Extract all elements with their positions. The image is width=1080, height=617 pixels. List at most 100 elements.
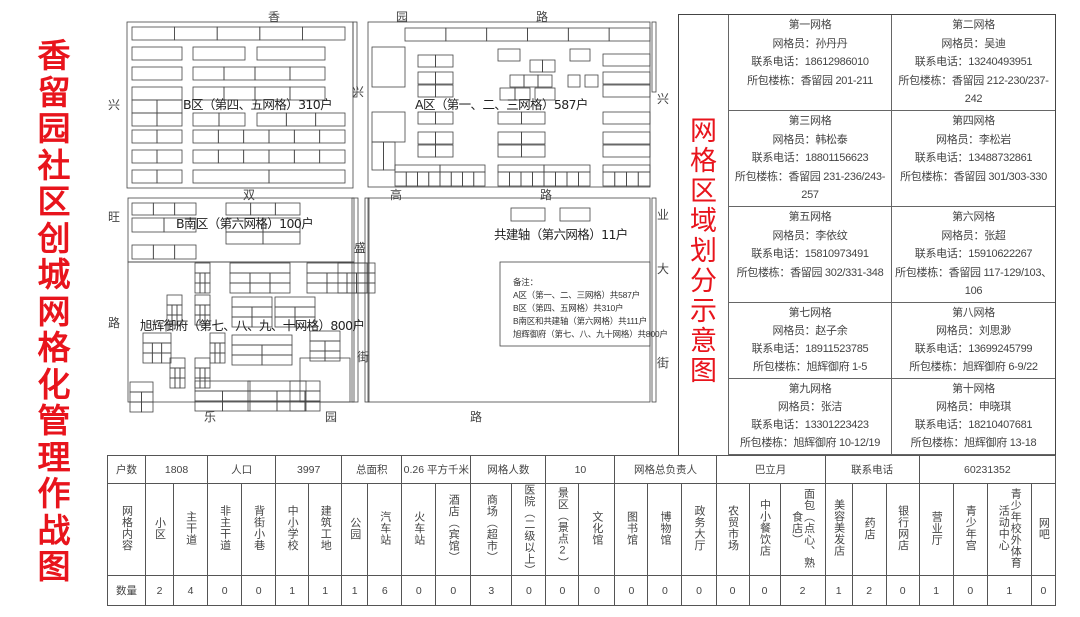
item-count: 4 (173, 575, 209, 606)
building (262, 231, 301, 245)
building (249, 272, 271, 284)
building (439, 171, 452, 187)
building (176, 314, 183, 326)
building (249, 282, 271, 294)
community-map (126, 21, 657, 413)
building (435, 71, 454, 85)
item-count: 2 (851, 575, 887, 606)
building (194, 380, 251, 392)
road-label: 兴 (657, 92, 670, 106)
building (161, 342, 172, 354)
wall (351, 197, 359, 403)
item-header: 银行网店 (896, 505, 909, 551)
grid-phone: 联系电话：18210407681 (914, 419, 1033, 431)
building (497, 111, 522, 125)
item-header: 青少年宫 (964, 505, 977, 551)
building (294, 316, 316, 328)
road-label: 兴 (352, 85, 365, 99)
building (171, 304, 178, 316)
building (289, 86, 326, 101)
building (346, 272, 368, 284)
building (251, 306, 273, 318)
item-count: 0 (885, 575, 920, 606)
building (578, 171, 591, 187)
building (199, 304, 206, 316)
item-header: 公园 (348, 516, 361, 540)
grid-person: 网格员：吴迪 (941, 37, 1006, 50)
item-count: 0 (511, 575, 547, 606)
building (567, 74, 581, 88)
grid-person: 网格员：张洁 (777, 401, 843, 413)
building (131, 129, 158, 144)
building (542, 59, 556, 73)
road-label-left: 旺 (108, 210, 121, 224)
building (204, 314, 211, 326)
building (356, 272, 376, 284)
building (486, 27, 528, 42)
building (209, 352, 216, 364)
building (204, 282, 211, 294)
building (497, 144, 522, 158)
building (156, 149, 183, 164)
building (192, 66, 225, 81)
grid-person: 网格员：刘思渺 (936, 325, 1011, 337)
building (569, 48, 591, 62)
content-label: 网格内容 (120, 505, 133, 551)
grid-person: 网格员：张超 (941, 229, 1006, 242)
grid-person: 网格员：李依纹 (772, 229, 848, 242)
area-label-a: A区（第一、二、三网格）587户 (415, 97, 588, 112)
grid-phone: 联系电话：18612986010 (751, 56, 869, 68)
building (521, 111, 546, 125)
road-label-right: 业 (657, 208, 670, 222)
grid-bld: 所包楼栋：香留园 301/303-330 (900, 170, 1047, 183)
note-line: 旭辉御府（第七、八、九十网格）共800户 (513, 329, 668, 339)
item-header: 文化馆 (590, 510, 603, 546)
building (131, 202, 154, 216)
grid-bld: 所包楼栋：香留园 201-211 (747, 74, 873, 87)
building (142, 352, 153, 364)
building (404, 27, 447, 42)
building (192, 169, 270, 184)
building (304, 400, 321, 412)
item-count: 1 (308, 575, 343, 606)
building (129, 401, 142, 413)
notes-box (499, 261, 651, 347)
road-label-left: 兴 (108, 98, 121, 112)
grid-phone: 联系电话：13488732861 (914, 152, 1033, 164)
building (199, 272, 206, 284)
item-header: 营业厅 (930, 510, 943, 546)
building (214, 342, 221, 354)
building (608, 27, 651, 42)
building (602, 164, 651, 173)
building (194, 294, 211, 306)
building (559, 207, 591, 222)
road-label-middle: 路 (540, 188, 553, 202)
building (243, 149, 270, 164)
building (319, 149, 346, 164)
building (356, 282, 376, 294)
summary-cell: 人口 (207, 455, 277, 484)
building (543, 164, 591, 173)
building (521, 131, 546, 145)
building (156, 129, 183, 144)
building (151, 342, 163, 354)
building (199, 282, 206, 294)
page-title: 香留园社区创城网格化管理作战图 (37, 36, 71, 586)
item-header: 景区（景点2） (556, 487, 569, 569)
item-count: 0 (207, 575, 243, 606)
grid-phone: 联系电话：13240493951 (914, 56, 1033, 68)
item-header: 汽车站 (378, 510, 391, 546)
building (521, 144, 546, 158)
block-b (126, 21, 354, 189)
item-count: 2 (145, 575, 175, 606)
building (527, 27, 569, 42)
building (131, 46, 183, 61)
grid-bld: 所包楼栋：旭辉御府 1-5 (752, 361, 868, 373)
building (214, 352, 221, 364)
building (626, 171, 639, 187)
building (222, 390, 251, 402)
